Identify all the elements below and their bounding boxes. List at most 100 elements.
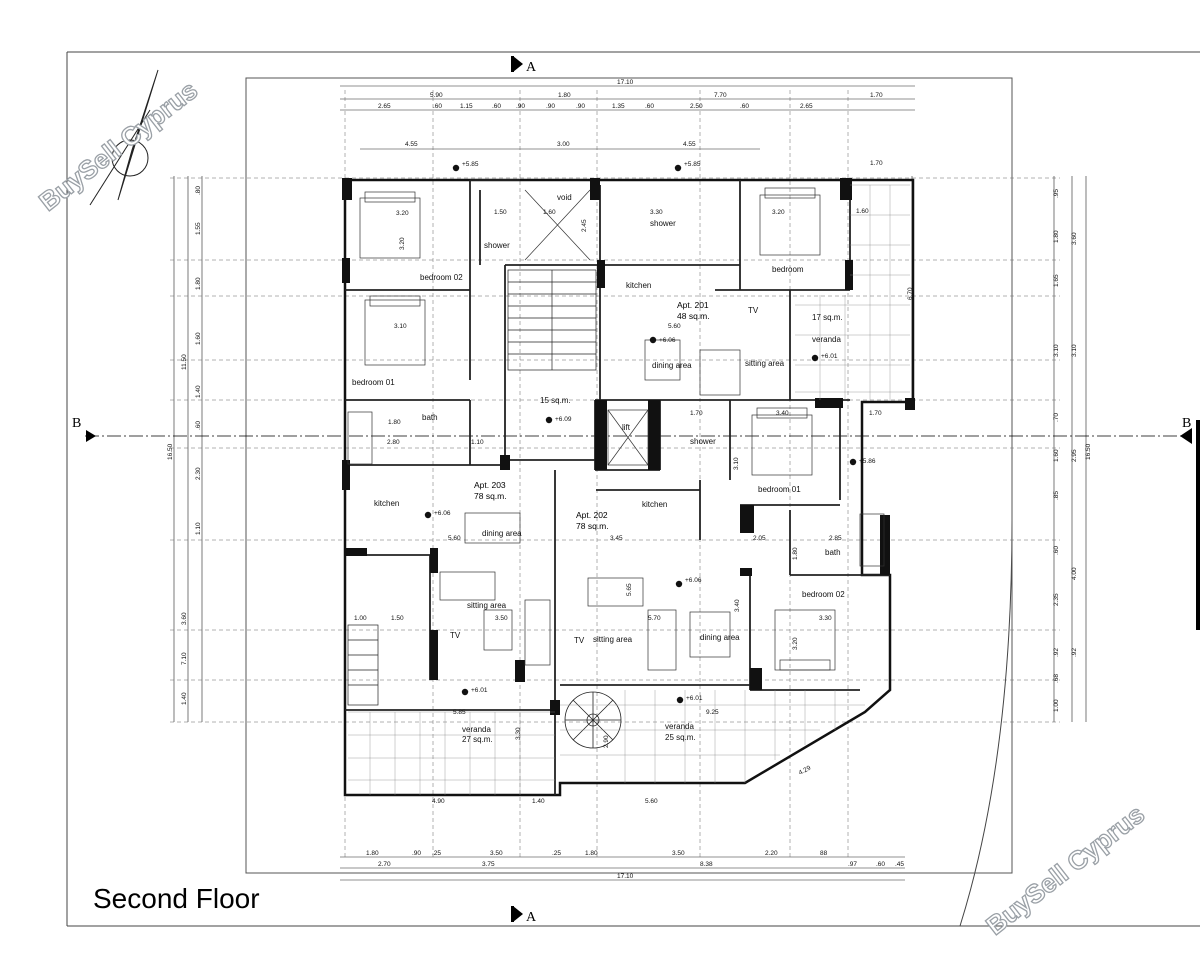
- apt-202-name: Apt. 202: [576, 510, 608, 520]
- dim-inner-16: 2.85: [829, 535, 842, 542]
- room-shower-tl: shower: [484, 241, 510, 250]
- room-sitting-202: sitting area: [593, 635, 633, 644]
- top-dimensions: 17.10 5.90 1.80 7.70 1.70 2.65 .60 1.15 …: [378, 79, 883, 167]
- dim-top-row4-1: 3.00: [557, 141, 570, 148]
- dim-inner-18: 5.85: [453, 709, 466, 716]
- dim-top-row3-3: .60: [492, 103, 501, 110]
- dim-inner-20: 4.29: [798, 764, 813, 776]
- interior-walls: [345, 179, 890, 795]
- dim-left-seg-8: 3.60: [181, 612, 188, 625]
- dim-top-row3-8: .60: [645, 103, 654, 110]
- dim-bottom-inner2: 1.40: [532, 798, 545, 805]
- level-label-1: +5.85: [462, 161, 479, 168]
- room-kitchen-203: kitchen: [374, 499, 399, 508]
- bottom-dimensions: 1.80 .90 .25 3.50 .25 1.80 3.50 2.20 88 …: [366, 798, 904, 880]
- room-tv-203: TV: [450, 631, 461, 640]
- dim-bottom-row1-0: 1.80: [366, 850, 379, 857]
- room-kitchen-201: kitchen: [626, 281, 651, 290]
- level-label-10: +6.01: [686, 695, 703, 702]
- level-label-2: +5.85: [684, 161, 701, 168]
- dim-inner-15: 2.05: [753, 535, 766, 542]
- room-veranda-202: veranda: [665, 722, 694, 731]
- section-markers: [86, 56, 1200, 922]
- apartment-labels: Apt. 201 48 sq.m. Apt. 202 78 sq.m. Apt.…: [474, 300, 710, 531]
- room-sitting-203: sitting area: [467, 601, 507, 610]
- dim-top-row3-5: .90: [546, 103, 555, 110]
- dim-bottom-row1-7: 2.20: [765, 850, 778, 857]
- dim-right-a-11: 1.00: [1053, 699, 1060, 712]
- section-label-b-right: B: [1182, 416, 1191, 431]
- right-dimensions: 16.50 .95 1.80 1.65 3.10 .70 1.60 .85 .6…: [907, 189, 1092, 712]
- dim-right-a-3: 3.10: [1053, 344, 1060, 357]
- dim-inner-24: 5.70: [648, 615, 661, 622]
- dim-right-a-5: 1.60: [1053, 449, 1060, 462]
- apt-202-area: 78 sq.m.: [576, 521, 609, 531]
- room-shower-202: shower: [690, 437, 716, 446]
- dim-inner-10: 5.60: [668, 323, 681, 330]
- room-tv-202: TV: [574, 636, 585, 645]
- room-bedroom-tr: bedroom: [772, 265, 804, 274]
- sheet-frame: [66, 51, 1200, 927]
- dim-bottom-row2-2: 8.38: [700, 861, 713, 868]
- room-shower-tr: shower: [650, 219, 676, 228]
- dim-right-a-1: 1.80: [1053, 230, 1060, 243]
- north-arrow-icon: [89, 69, 159, 206]
- room-lift: lift: [622, 423, 631, 432]
- dim-inner-17: 3.30: [819, 615, 832, 622]
- apt-201-name: Apt. 201: [677, 300, 709, 310]
- dim-inner-23: 3.10: [733, 457, 740, 470]
- dim-top-row3-0: 2.65: [378, 103, 391, 110]
- dim-inner-22: 1.80: [792, 547, 799, 560]
- level-label-6: +6.06: [434, 510, 451, 517]
- dim-top-row3-7: 1.35: [612, 103, 625, 110]
- room-bedroom-01-l: bedroom 01: [352, 378, 395, 387]
- level-label-9: +6.01: [471, 687, 488, 694]
- dim-inner-7: 3.20: [772, 209, 785, 216]
- apt-203-area: 78 sq.m.: [474, 491, 507, 501]
- dim-right-c: 6.70: [907, 287, 914, 300]
- dim-bottom-row1-8: 88: [820, 850, 828, 857]
- dim-bottom-row2-5: .45: [895, 861, 904, 868]
- room-bedroom-02-tl: bedroom 02: [420, 273, 463, 282]
- dim-inner-35: 1.70: [869, 410, 882, 417]
- section-label-a-top: A: [526, 60, 537, 75]
- dim-inner-6: 3.30: [650, 209, 663, 216]
- dim-right-a-4: .70: [1053, 413, 1060, 422]
- dim-inner-19: 9.25: [706, 709, 719, 716]
- dim-inner-5: 2.45: [581, 219, 588, 232]
- room-veranda-203-area: 27 sq.m.: [462, 735, 493, 744]
- room-kitchen-202: kitchen: [642, 500, 667, 509]
- dim-bottom-row2-4: .60: [876, 861, 885, 868]
- dim-top-row3-6: .90: [576, 103, 585, 110]
- level-label-7: +5.86: [859, 458, 876, 465]
- dim-top-row2-3: 1.70: [870, 92, 883, 99]
- watermark-top-left: BuySell Cyprus: [33, 75, 203, 217]
- dim-left-seg-0: .80: [195, 186, 202, 195]
- grid-lines: [170, 90, 1060, 860]
- dim-bottom-inner1: 4.90: [432, 798, 445, 805]
- dim-bottom-row2-0: 2.70: [378, 861, 391, 868]
- dim-inner-26: 3.50: [495, 615, 508, 622]
- dim-top-row3-9: 2.50: [690, 103, 703, 110]
- dim-right-b-3: 4.00: [1071, 567, 1078, 580]
- room-dining-203: dining area: [482, 529, 522, 538]
- level-label-3: +6.06: [659, 337, 676, 344]
- room-bedroom-01-r: bedroom 01: [758, 485, 801, 494]
- dim-left-group2: 7.10: [181, 652, 188, 665]
- dim-top-row2-2: 7.70: [714, 92, 727, 99]
- dim-right-b-2: 2.95: [1071, 449, 1078, 462]
- dim-right-b-4: .92: [1071, 648, 1078, 657]
- room-void: void: [557, 193, 572, 202]
- room-dining-201: dining area: [652, 361, 692, 370]
- dim-inner-3: 1.50: [494, 209, 507, 216]
- dim-left-seg-9: 1.40: [181, 692, 188, 705]
- dim-bottom-row2-1: 3.75: [482, 861, 495, 868]
- building-walls: [343, 178, 915, 797]
- dim-bottom-total: 17.10: [617, 873, 634, 880]
- dim-inner-12: 1.10: [471, 439, 484, 446]
- dim-inner-31: 1.80: [388, 419, 401, 426]
- dim-left-seg-2: 1.80: [195, 277, 202, 290]
- level-label-8: +6.06: [685, 577, 702, 584]
- dim-inner-33: 1.70: [690, 410, 703, 417]
- dim-inner-9: 1.60: [856, 208, 869, 215]
